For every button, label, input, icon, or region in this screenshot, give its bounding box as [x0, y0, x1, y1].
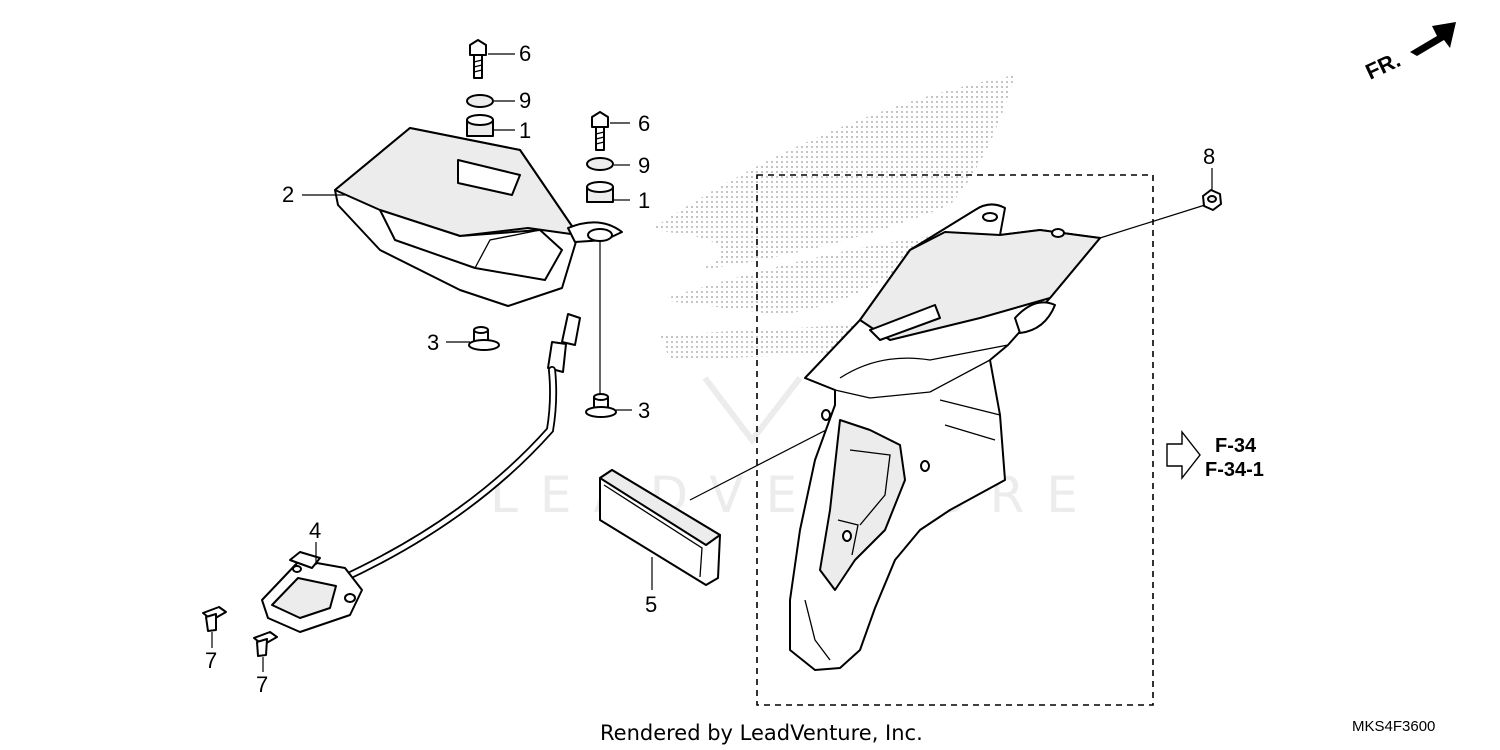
- callout-5: 5: [645, 592, 657, 617]
- callout-2: 2: [282, 182, 294, 207]
- part-bolt-right[interactable]: [591, 111, 609, 151]
- callout-4: 4: [309, 518, 321, 543]
- nut-leader: [1099, 204, 1206, 239]
- diagram-code: MKS4F3600: [1352, 718, 1435, 735]
- callout-7-a: 7: [205, 648, 217, 673]
- callout-6-left: 6: [519, 41, 531, 66]
- callout-8: 8: [1203, 144, 1215, 169]
- part-grommet-left[interactable]: [466, 114, 494, 137]
- part-screw-b[interactable]: [253, 631, 278, 657]
- part-collar-left[interactable]: [468, 326, 500, 351]
- watermark-text: LEADVENTURE: [490, 466, 1100, 524]
- section-reference: F-34 F-34-1: [1166, 429, 1264, 481]
- taillight-wire: [336, 313, 581, 584]
- callout-9-left: 9: [519, 88, 531, 113]
- part-collar-right[interactable]: [585, 393, 617, 418]
- watermark-mark: [702, 376, 803, 445]
- callout-1-right: 1: [638, 188, 650, 213]
- fr-label: FR.: [1362, 47, 1405, 85]
- part-taillight[interactable]: [334, 127, 623, 307]
- part-reflector[interactable]: [599, 469, 721, 586]
- assembly-boundary: [756, 174, 1154, 706]
- part-license-light[interactable]: [261, 551, 363, 633]
- part-screw-a[interactable]: [202, 606, 227, 632]
- reference-f34[interactable]: F-34: [1215, 435, 1257, 457]
- callout-9-right: 9: [638, 153, 650, 178]
- front-direction-indicator: FR.: [1362, 22, 1456, 85]
- part-grommet-right[interactable]: [586, 181, 614, 203]
- hollow-arrow-icon: [1166, 429, 1201, 481]
- part-bolt-left[interactable]: [469, 39, 487, 79]
- rendered-by-credit: Rendered by LeadVenture, Inc.: [600, 721, 923, 745]
- callout-leaders: [211, 53, 1213, 672]
- part-nut[interactable]: [1202, 189, 1222, 211]
- callout-1-left: 1: [519, 118, 531, 143]
- callout-3-right: 3: [638, 398, 650, 423]
- arrow-icon: [1410, 22, 1456, 56]
- reference-f34-1[interactable]: F-34-1: [1205, 459, 1264, 481]
- callout-7-b: 7: [256, 672, 268, 697]
- part-rear-fender[interactable]: [789, 203, 1101, 671]
- callout-6-right: 6: [638, 111, 650, 136]
- callout-3-left: 3: [427, 330, 439, 355]
- part-washer-left[interactable]: [466, 94, 494, 108]
- part-washer-right[interactable]: [586, 157, 614, 171]
